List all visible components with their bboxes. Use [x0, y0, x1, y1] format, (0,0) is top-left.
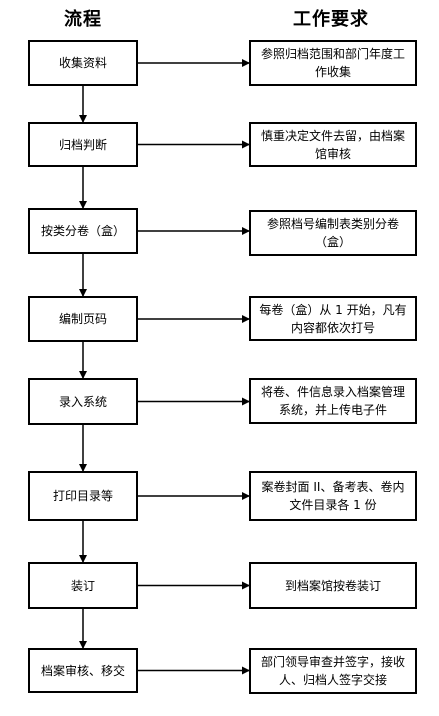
process-box-paginate: 编制页码	[28, 296, 138, 342]
requirement-box-sort: 参照档号编制表类别分卷（盒）	[249, 210, 417, 256]
process-box-sort: 按类分卷（盒）	[28, 208, 138, 254]
process-column-header: 流程	[64, 9, 102, 30]
process-box-collect: 收集资料	[28, 40, 138, 86]
requirement-box-judge: 慎重决定文件去留，由档案馆审核	[249, 122, 417, 167]
process-box-print: 打印目录等	[28, 471, 138, 521]
process-box-bind: 装订	[28, 562, 138, 609]
requirement-box-review-transfer: 部门领导审查并签字，接收人、归档人签字交接	[249, 648, 417, 694]
process-box-judge: 归档判断	[28, 122, 138, 167]
process-box-review-transfer: 档案审核、移交	[28, 648, 138, 693]
requirement-box-print: 案卷封面 II、备考表、卷内文件目录各 1 份	[249, 471, 417, 521]
process-box-enter-system: 录入系统	[28, 378, 138, 425]
requirement-box-collect: 参照归档范围和部门年度工作收集	[249, 40, 417, 86]
requirement-column-header: 工作要求	[293, 9, 369, 30]
requirement-box-paginate: 每卷（盒）从 1 开始，凡有内容都依次打号	[249, 296, 417, 341]
requirement-box-bind: 到档案馆按卷装订	[249, 562, 417, 609]
requirement-box-enter-system: 将卷、件信息录入档案管理系统，并上传电子件	[249, 378, 417, 424]
